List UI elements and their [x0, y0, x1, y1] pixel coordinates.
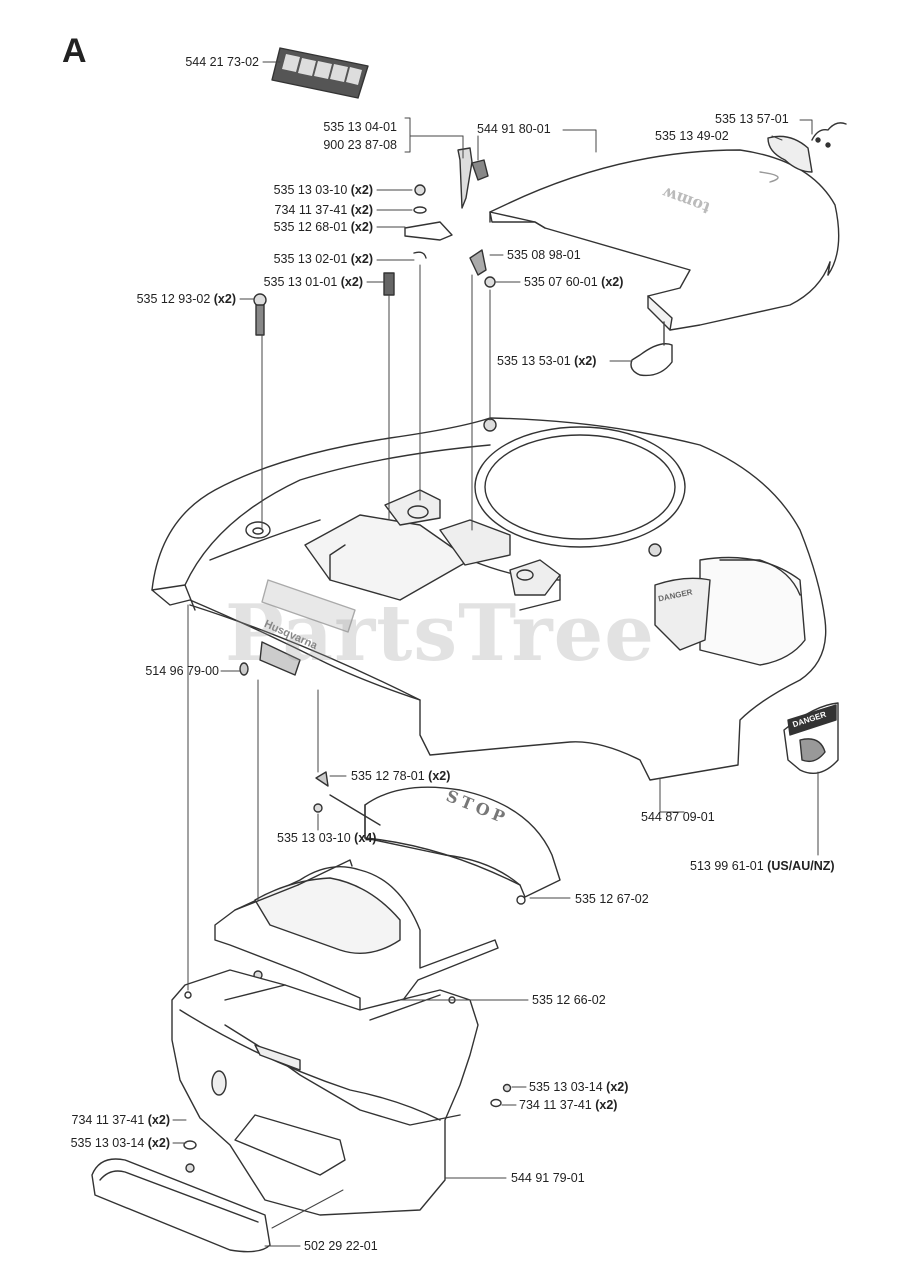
part-label: 544 21 73-02 — [185, 55, 259, 69]
lid-hinge-clip — [767, 135, 813, 173]
part-label: 544 91 80-01 — [477, 122, 551, 136]
part-label: 535 13 04-01 — [323, 120, 397, 134]
part-label: 535 07 60-01 (x2) — [524, 275, 624, 289]
danger-decal — [783, 702, 839, 774]
part-label: 535 13 03-14 (x2) — [70, 1136, 170, 1150]
part-label: 535 12 93-02 (x2) — [136, 292, 236, 306]
part-label: 535 13 02-01 (x2) — [273, 252, 373, 266]
part-label: 514 96 79-00 — [145, 664, 219, 678]
part-label: 734 11 37-41 (x2) — [519, 1098, 618, 1112]
part-label: 535 13 53-01 (x2) — [497, 354, 597, 368]
section-letter: A — [62, 32, 87, 70]
part-label: 535 13 49-02 — [655, 129, 729, 143]
part-label: 734 11 37-41 (x2) — [274, 203, 373, 217]
part-label: 535 12 66-02 — [532, 993, 606, 1007]
front-bumper-shell — [171, 969, 479, 1216]
leader-lines — [172, 61, 819, 1247]
part-label: 535 12 78-01 (x2) — [351, 769, 451, 783]
warning-decal-strip — [271, 47, 369, 99]
part-label: 513 99 61-01 (US/AU/NZ) — [690, 859, 835, 873]
part-label: 502 29 22-01 — [304, 1239, 378, 1253]
display-frame — [214, 859, 499, 1021]
part-label: 535 13 01-01 (x2) — [263, 275, 363, 289]
top-lid: tomw — [489, 149, 840, 331]
fasteners — [183, 147, 512, 1173]
part-label: 535 13 57-01 — [715, 112, 789, 126]
main-body-shell — [151, 417, 827, 781]
part-label: 535 12 68-01 (x2) — [273, 220, 373, 234]
part-label: 544 91 79-01 — [511, 1171, 585, 1185]
lid-latch — [630, 343, 673, 377]
part-label: 535 12 67-02 — [575, 892, 649, 906]
part-label: 900 23 87-08 — [323, 138, 397, 152]
bumper-handle — [91, 1158, 271, 1253]
part-label: 535 13 03-14 (x2) — [529, 1080, 629, 1094]
part-label: 535 13 03-10 (x2) — [273, 183, 373, 197]
watermark: PartsTree — [225, 588, 655, 679]
part-label: 535 13 03-10 (x4) — [277, 831, 377, 845]
part-label: 535 08 98-01 — [507, 248, 581, 262]
part-label: 734 11 37-41 (x2) — [71, 1113, 170, 1127]
part-label: 544 87 09-01 — [641, 810, 715, 824]
